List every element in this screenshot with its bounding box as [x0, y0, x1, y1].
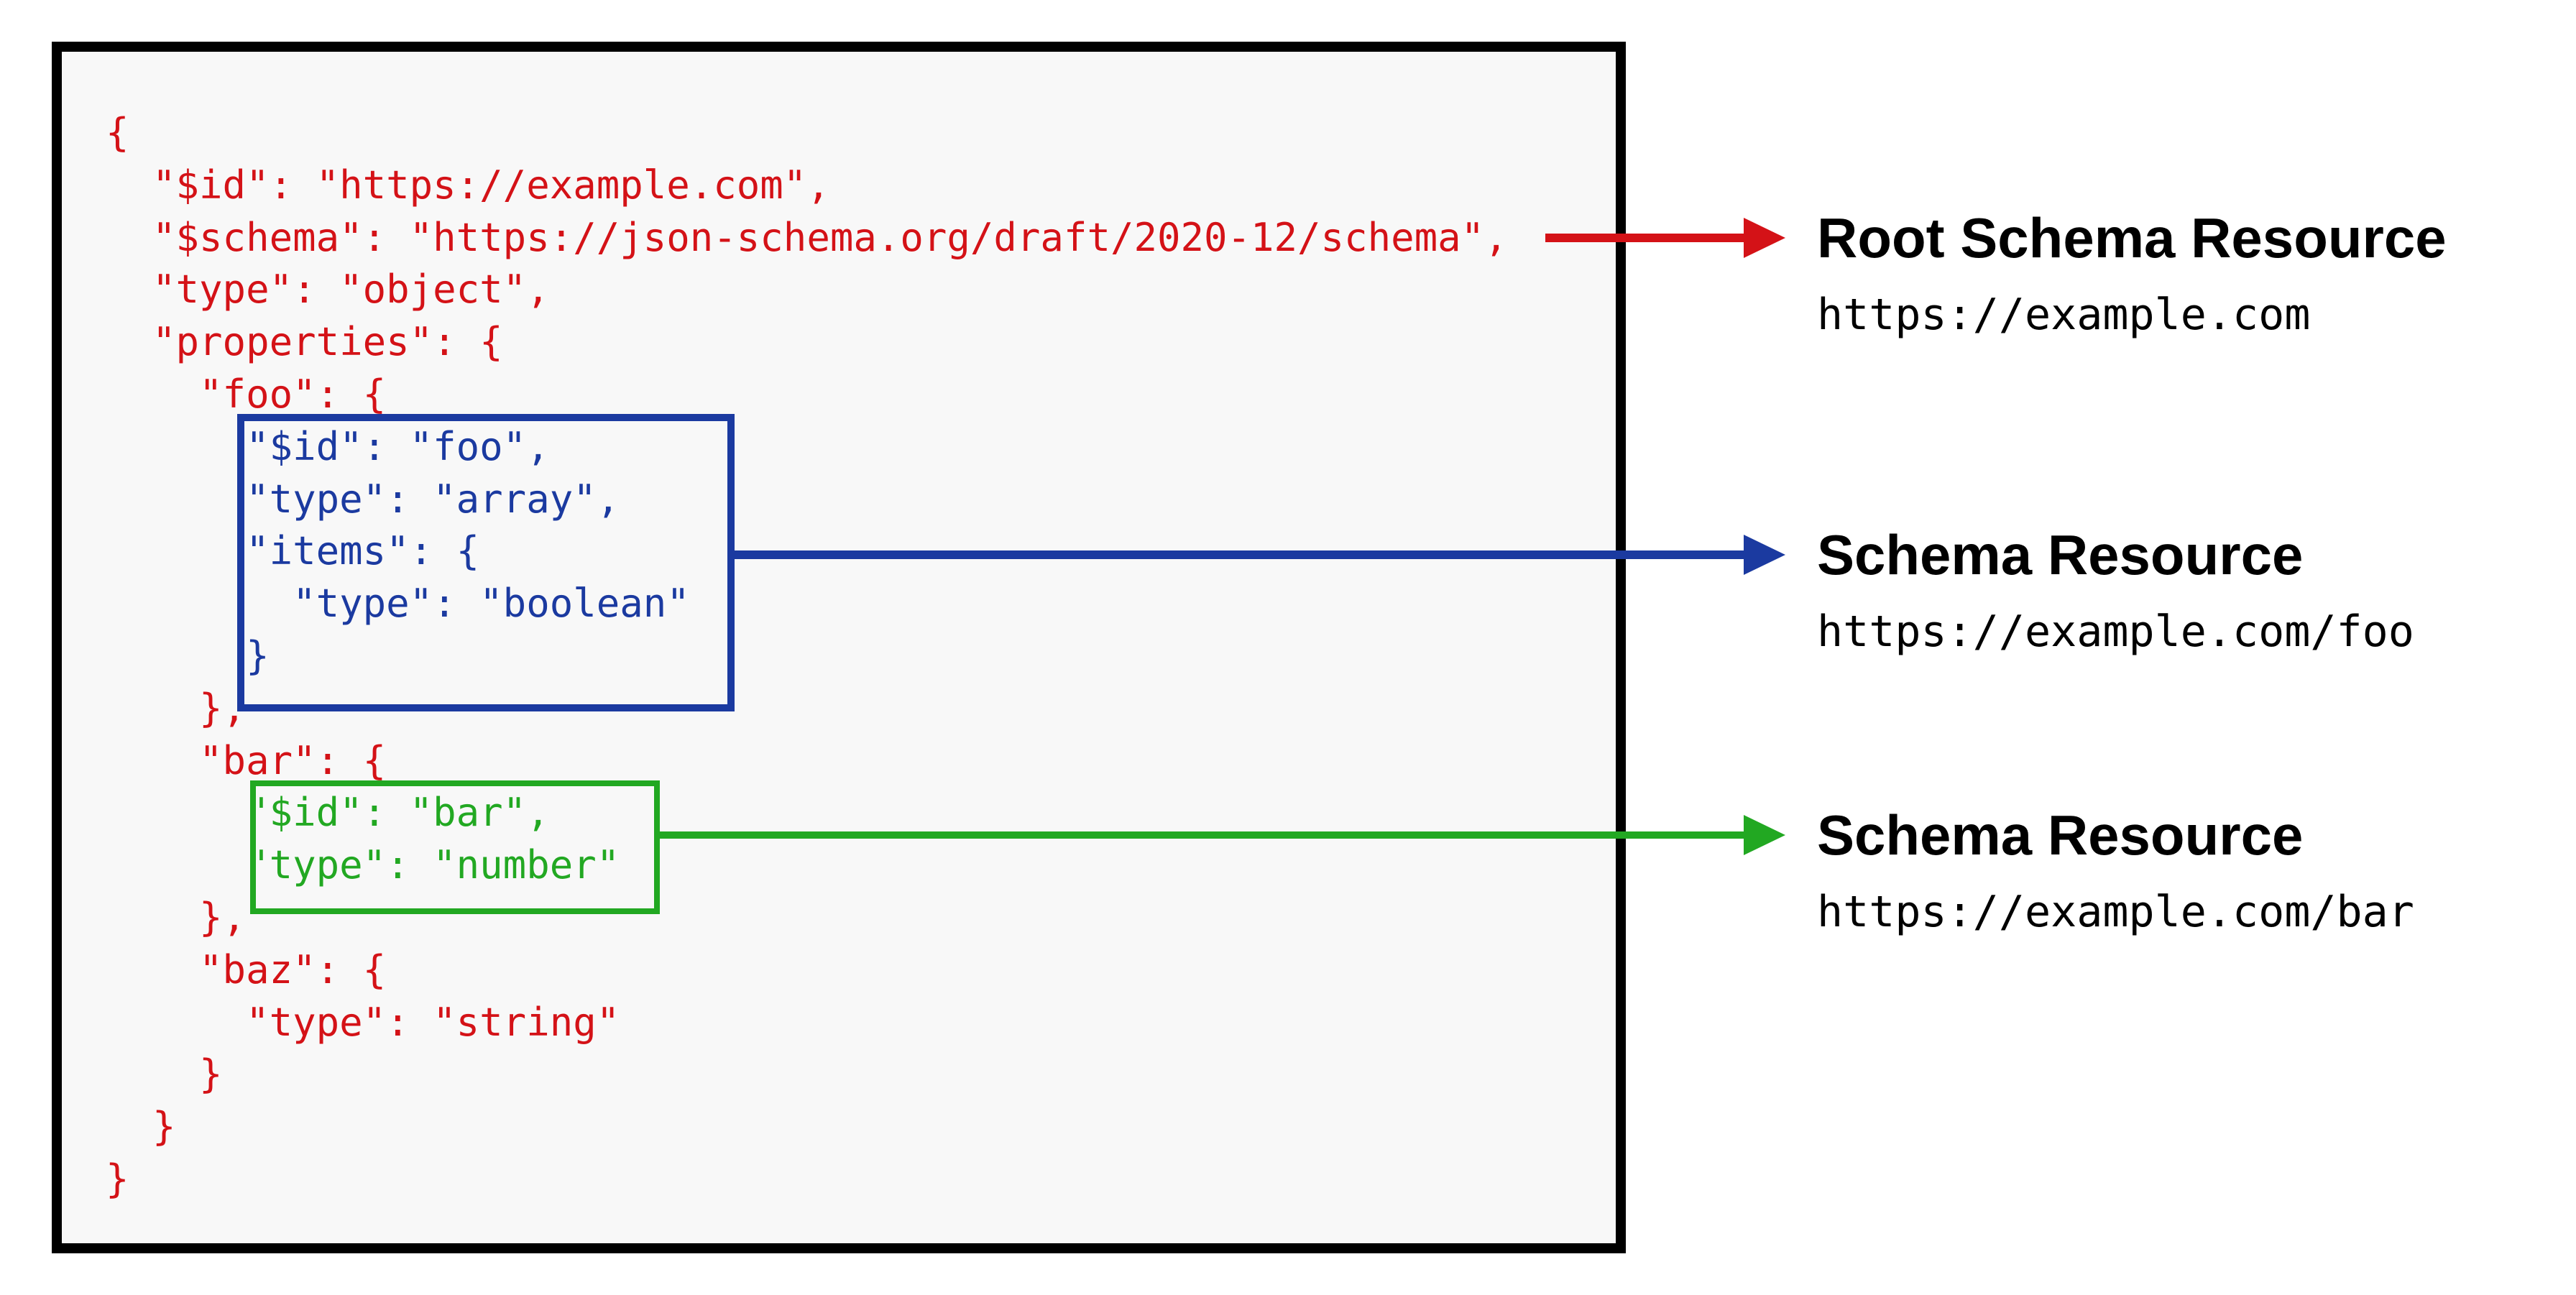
code-line: }	[106, 632, 270, 678]
foo-schema-arrow-line	[735, 550, 1744, 559]
root-schema-arrowhead-icon	[1744, 218, 1785, 258]
code-line: "$schema": "https://json-schema.org/draf…	[106, 214, 1508, 260]
code-line: "properties": {	[106, 319, 503, 365]
annotation-title-bar-schema-resource: Schema Resource	[1817, 803, 2304, 867]
root-schema-arrow-line	[1545, 234, 1744, 242]
code-panel-frame	[52, 42, 1626, 1253]
schema-resource-box-bar	[250, 780, 660, 914]
code-line: }	[106, 1104, 176, 1150]
annotation-title-root-schema-resource: Root Schema Resource	[1817, 206, 2447, 269]
code-line: }	[106, 1051, 223, 1097]
code-line: "items": {	[106, 528, 480, 574]
code-line: }	[106, 1156, 129, 1202]
code-line: "type": "string"	[106, 999, 620, 1045]
code-line: "foo": {	[106, 371, 387, 417]
annotation-url-bar-schema-resource: https://example.com/bar	[1817, 887, 2414, 937]
code-line: "$id": "https://example.com",	[106, 162, 830, 208]
annotation-url-foo-schema-resource: https://example.com/foo	[1817, 607, 2414, 657]
code-line: },	[106, 894, 247, 940]
code-line: "type": "object",	[106, 267, 550, 313]
code-line: "$id": "bar",	[106, 790, 550, 836]
code-line: {	[106, 110, 129, 155]
code-line: "type": "boolean"	[106, 581, 690, 627]
schema-resource-box-foo	[237, 414, 735, 711]
code-line: "bar": {	[106, 737, 387, 783]
code-line: "type": "array",	[106, 476, 620, 522]
annotation-title-foo-schema-resource: Schema Resource	[1817, 523, 2304, 586]
code-line: "type": "number"	[106, 842, 620, 888]
code-line: "$id": "foo",	[106, 423, 550, 469]
foo-schema-arrowhead-icon	[1744, 535, 1785, 575]
bar-schema-arrowhead-icon	[1744, 815, 1785, 855]
json-schema-code: { "$id": "https://example.com", "$schema…	[106, 107, 1508, 1206]
annotation-url-root-schema-resource: https://example.com	[1817, 290, 2311, 340]
bar-schema-arrow-line	[660, 831, 1744, 839]
code-line: "baz": {	[106, 946, 387, 992]
